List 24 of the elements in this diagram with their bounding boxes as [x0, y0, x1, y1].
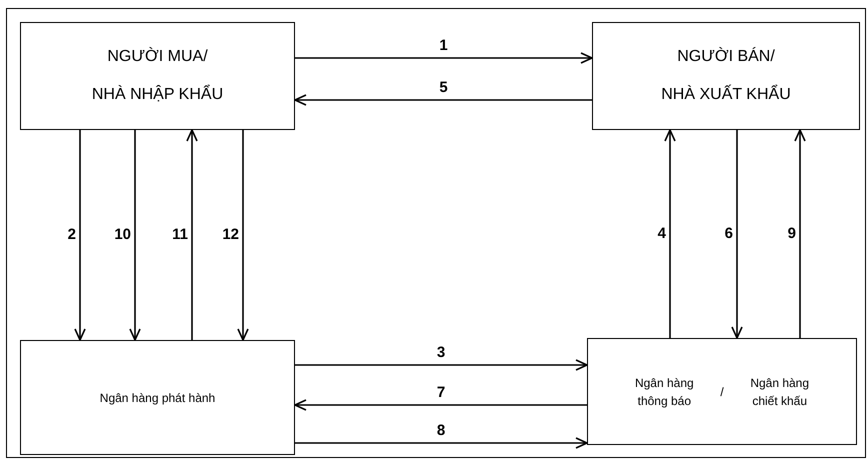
box-text: Ngân hàng thông báo	[634, 374, 695, 410]
arrow	[664, 129, 676, 338]
arrow	[129, 130, 141, 341]
arrow	[295, 359, 588, 371]
arrow	[186, 129, 198, 340]
box-text: NGƯỜI BÁN/	[677, 48, 775, 66]
box-text: NHÀ XUẤT KHẨU	[661, 86, 791, 104]
box-text: /	[720, 384, 724, 400]
arrow	[294, 399, 587, 411]
box-text: NHÀ NHẬP KHẨU	[92, 86, 224, 104]
entity-box	[592, 22, 860, 130]
arrow	[794, 129, 806, 338]
arrow	[731, 130, 743, 339]
entity-box	[20, 340, 295, 455]
arrow	[294, 94, 592, 106]
arrow	[295, 52, 593, 64]
arrow	[74, 130, 86, 341]
box-text: Ngân hàng phát hành	[100, 390, 216, 406]
box-text: Ngân hàng chiết khấu	[749, 374, 810, 410]
arrow	[237, 130, 249, 341]
box-text: NGƯỜI MUA/	[107, 48, 208, 66]
entity-box	[20, 22, 295, 130]
arrow	[295, 437, 588, 449]
entity-box	[587, 338, 857, 445]
